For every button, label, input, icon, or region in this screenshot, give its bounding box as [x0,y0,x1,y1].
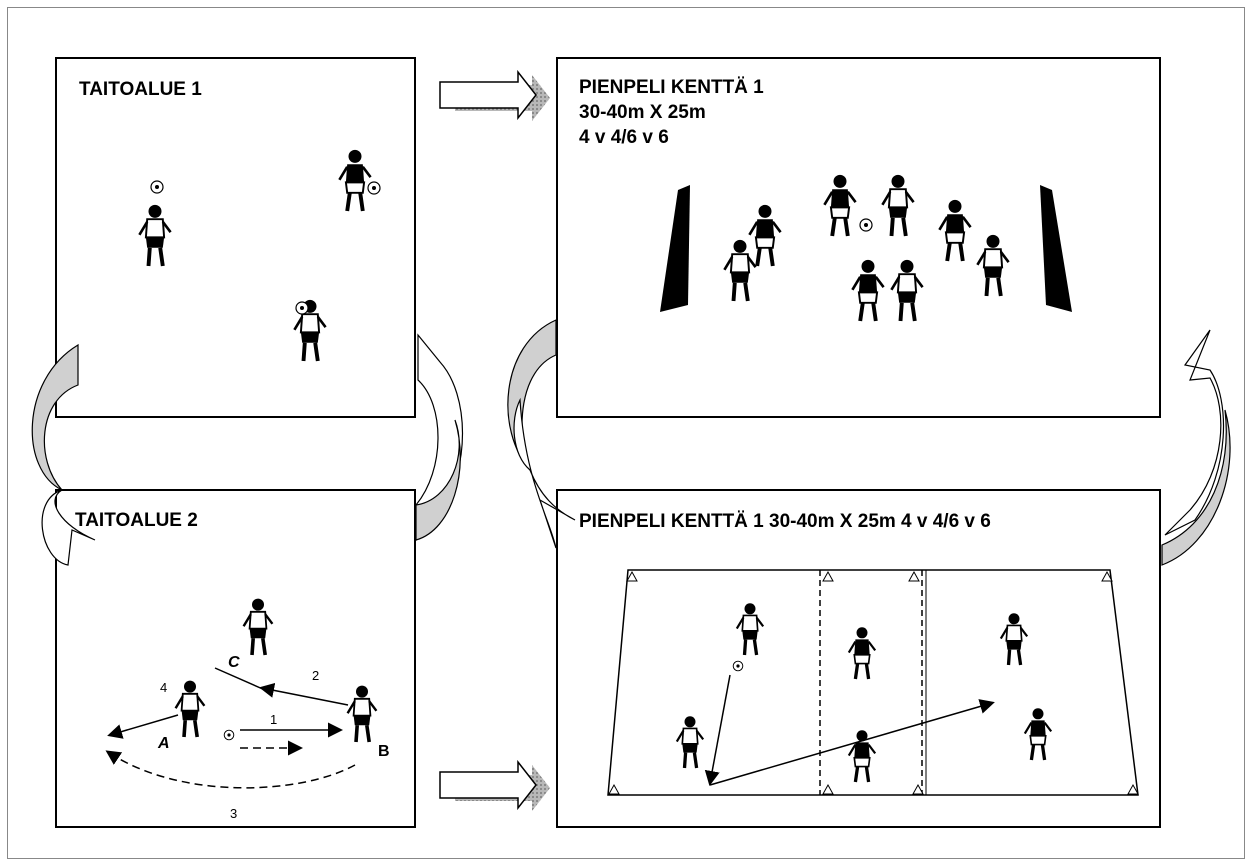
player-icon [675,714,705,770]
panel-title: TAITOALUE 2 [75,510,198,531]
player-icon [937,197,973,263]
label-2: 2 [312,668,319,683]
pass-arrow [107,714,179,739]
player-icon [337,147,373,213]
label-4: 4 [160,680,167,695]
player-icon [241,596,275,657]
goal-icon [1040,185,1072,312]
player-icon [850,257,886,323]
player-icon [747,202,783,268]
cone-icon [912,784,924,795]
title-line-1: PIENPELI KENTTÄ 1 [579,77,764,98]
label-b: B [378,743,390,760]
cone-icon [822,571,834,582]
player-icon [822,172,858,238]
panel-title: TAITOALUE 1 [79,79,202,100]
label-1: 1 [270,712,277,727]
panel-taitoalue-1: TAITOALUE 1 [55,57,416,418]
curved-arrow-icon [507,319,576,549]
curved-arrow-icon [31,343,96,566]
cone-icon [908,571,920,582]
player-icon [999,611,1029,667]
curved-arrow-icon [415,333,464,542]
cone-icon [822,784,834,795]
ball-icon [295,301,309,315]
ball-icon [732,660,744,672]
player-icon [889,257,925,323]
right-arrow-icon [439,759,550,811]
pass-arrow [709,699,995,786]
goal-icon [660,185,690,312]
pass-arrow [259,682,349,706]
player-icon [722,237,758,303]
panel-title: PIENPELI KENTTÄ 1 30-40m X 25m 4 v 4/6 v… [579,75,764,150]
player-icon [1023,706,1053,762]
player-icon [847,625,877,681]
panel-pienpeli-top: PIENPELI KENTTÄ 1 30-40m X 25m 4 v 4/6 v… [556,57,1161,418]
page-frame [7,7,1245,859]
ball-icon [150,180,164,194]
player-icon [880,172,916,238]
curved-arrow-icon [1161,329,1231,566]
panel-taitoalue-2: TAITOALUE 2 [55,489,416,828]
right-arrow-icon [439,69,550,121]
field [607,569,1139,796]
player-icon [345,683,379,744]
title-line-2: 30-40m X 25m [579,102,706,123]
label-a: A [157,735,170,752]
ball-icon [859,218,873,232]
title-line-3: 4 v 4/6 v 6 [579,127,669,148]
player-icon [735,601,765,657]
panel-title: PIENPELI KENTTÄ 1 30-40m X 25m 4 v 4/6 v… [579,511,991,532]
pass-line [214,667,266,691]
run-arrow [105,750,356,789]
player-icon [137,202,173,268]
ball-icon [223,729,235,741]
pass-arrow [704,674,731,786]
ball-icon [367,181,381,195]
cone-icon [626,571,638,582]
player-icon [975,232,1011,298]
label-c: C [228,654,240,671]
label-3: 3 [230,806,237,821]
player-icon [173,678,207,739]
cone-icon [608,784,620,795]
